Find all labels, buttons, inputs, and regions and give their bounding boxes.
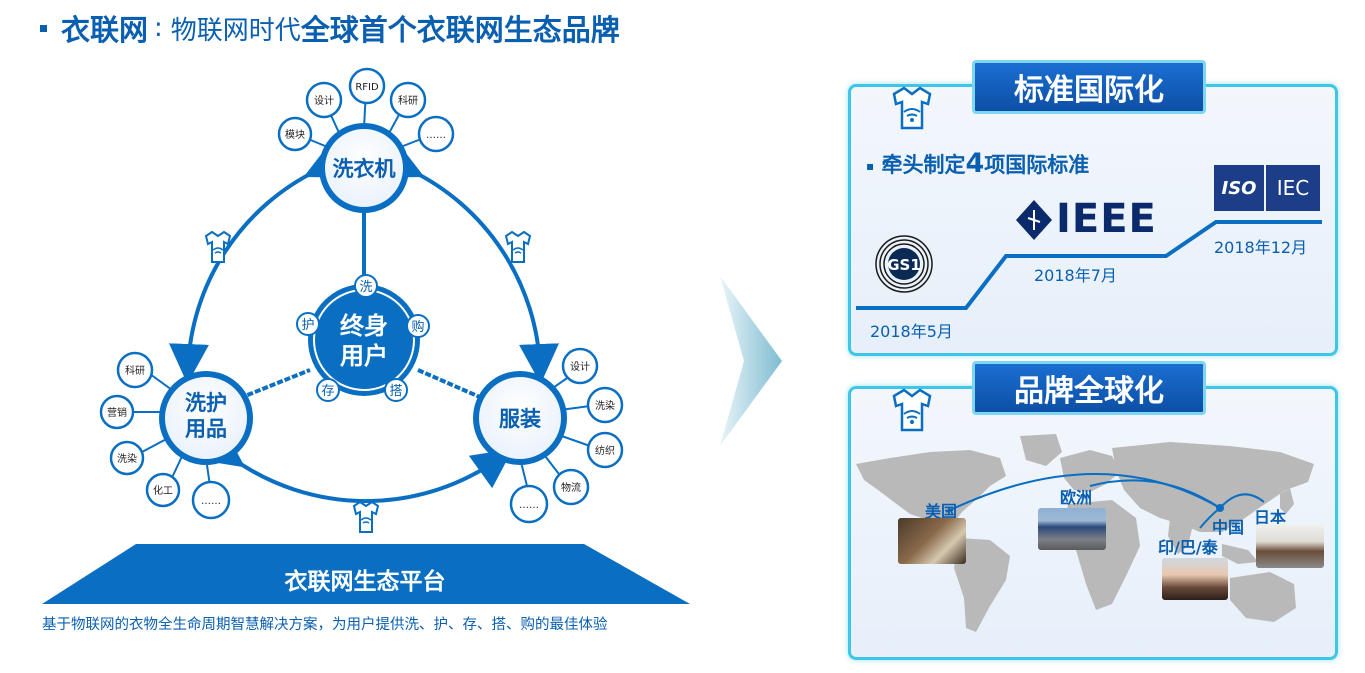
center-badge: 购 — [411, 319, 424, 335]
smart-shirt-icon — [892, 86, 932, 130]
satellite-label: 营销 — [107, 406, 127, 419]
platform-base — [42, 544, 690, 604]
hub-care-label-1: 洗护 — [185, 391, 227, 415]
smart-shirt-icon — [892, 388, 932, 432]
gs1-logo: GS1 — [875, 235, 933, 293]
iso-logo: ISO — [1214, 165, 1264, 211]
tab-global: 品牌全球化 — [972, 361, 1206, 415]
hub-washer-label: 洗衣机 — [333, 157, 396, 181]
title-bullet — [40, 24, 47, 32]
title-middle: 物联网时代 — [170, 15, 301, 46]
satellite-label: RFID — [355, 82, 379, 93]
satellite-label: 纺织 — [595, 444, 615, 457]
hub-apparel-label: 服装 — [499, 407, 541, 431]
region-usa: 美国 — [925, 502, 958, 521]
smart-shirt-icon — [204, 230, 232, 263]
care-satellites: 科研 营销 洗染 化工 …… — [99, 351, 231, 520]
region-europe: 欧洲 — [1060, 488, 1093, 507]
hub-apparel: 服装 — [473, 371, 567, 465]
ieee-diamond-icon — [1016, 200, 1052, 240]
satellite-label: 洗染 — [595, 399, 615, 412]
ecosystem-diagram: 模块 设计 RFID 科研 …… 科研 营销 洗染 化工 …… 设计 洗 — [42, 67, 690, 604]
center-badge: 搭 — [389, 383, 402, 399]
smart-shirt-icon — [504, 230, 532, 263]
satellite-label: …… — [519, 500, 539, 511]
satellite-label: 科研 — [398, 94, 418, 107]
iec-logo: IEC — [1266, 165, 1320, 211]
center-label-2: 用户 — [340, 342, 388, 370]
diagram-caption: 基于物联网的衣物全生命周期智慧解决方案，为用户提供洗、护、存、搭、购的最佳体验 — [42, 617, 608, 633]
title-colon: : — [154, 13, 163, 43]
region-india-pakistan-thailand: 印/巴/泰 — [1158, 538, 1218, 557]
satellite-label: 化工 — [153, 484, 173, 497]
washer-satellites: 模块 设计 RFID 科研 …… — [277, 67, 455, 153]
photo-asia — [1162, 558, 1228, 600]
satellite-label: 科研 — [125, 364, 145, 377]
hub-care-label-2: 用品 — [185, 417, 227, 441]
title-brand: 衣联网 — [61, 13, 149, 47]
gs1-logo-text: GS1 — [887, 256, 921, 274]
center-label-1: 终身 — [340, 312, 388, 340]
photo-europe — [1038, 508, 1106, 550]
satellite-label: 模块 — [285, 129, 305, 141]
title-highlight: 全球首个衣联网生态品牌 — [300, 13, 620, 47]
platform-label: 衣联网生态平台 — [284, 569, 446, 595]
photo-usa — [898, 518, 966, 564]
center-badge: 护 — [301, 318, 314, 333]
tab-standards: 标准国际化 — [972, 60, 1206, 114]
headline-post: 项国际标准 — [984, 153, 1090, 177]
photo-japan — [1256, 524, 1324, 568]
satellite-label: 洗染 — [117, 452, 137, 465]
chevron-right-icon — [720, 276, 782, 446]
satellite-label: …… — [201, 496, 221, 507]
ieee-logo: IEEE — [1014, 196, 1164, 244]
smart-shirt-icon — [352, 500, 380, 533]
center-badge: 洗 — [359, 280, 372, 295]
center-hub: 终身 用户 洗 护 购 存 搭 — [296, 274, 430, 402]
page-title: 衣联网 : 物联网时代 全球首个衣联网生态品牌 — [40, 8, 620, 48]
iec-logo-text: IEC — [1276, 176, 1310, 200]
center-badge: 存 — [321, 384, 334, 399]
satellite-label: 设计 — [570, 360, 590, 373]
hub-care: 洗护 用品 — [159, 371, 253, 465]
apparel-satellites: 设计 洗染 纺织 物流 …… — [509, 347, 624, 524]
ieee-logo-text: IEEE — [1056, 196, 1157, 242]
region-china: 中国 — [1212, 518, 1245, 537]
headline-pre: 牵头制定 — [881, 153, 966, 177]
hub-washer: 洗衣机 — [319, 123, 409, 213]
satellite-label: 物流 — [561, 481, 581, 494]
date-gs1: 2018年5月 — [870, 322, 953, 341]
region-japan: 日本 — [1254, 508, 1287, 527]
standards-timeline — [856, 220, 1322, 310]
date-iso-iec: 2018年12月 — [1214, 238, 1308, 257]
date-ieee: 2018年7月 — [1034, 266, 1117, 285]
iso-logo-text: ISO — [1221, 177, 1257, 199]
satellite-label: 设计 — [314, 94, 334, 107]
standards-headline: ▪ 牵头制定4项国际标准 — [866, 148, 1090, 179]
satellite-label: …… — [426, 130, 446, 141]
headline-number: 4 — [965, 148, 985, 179]
